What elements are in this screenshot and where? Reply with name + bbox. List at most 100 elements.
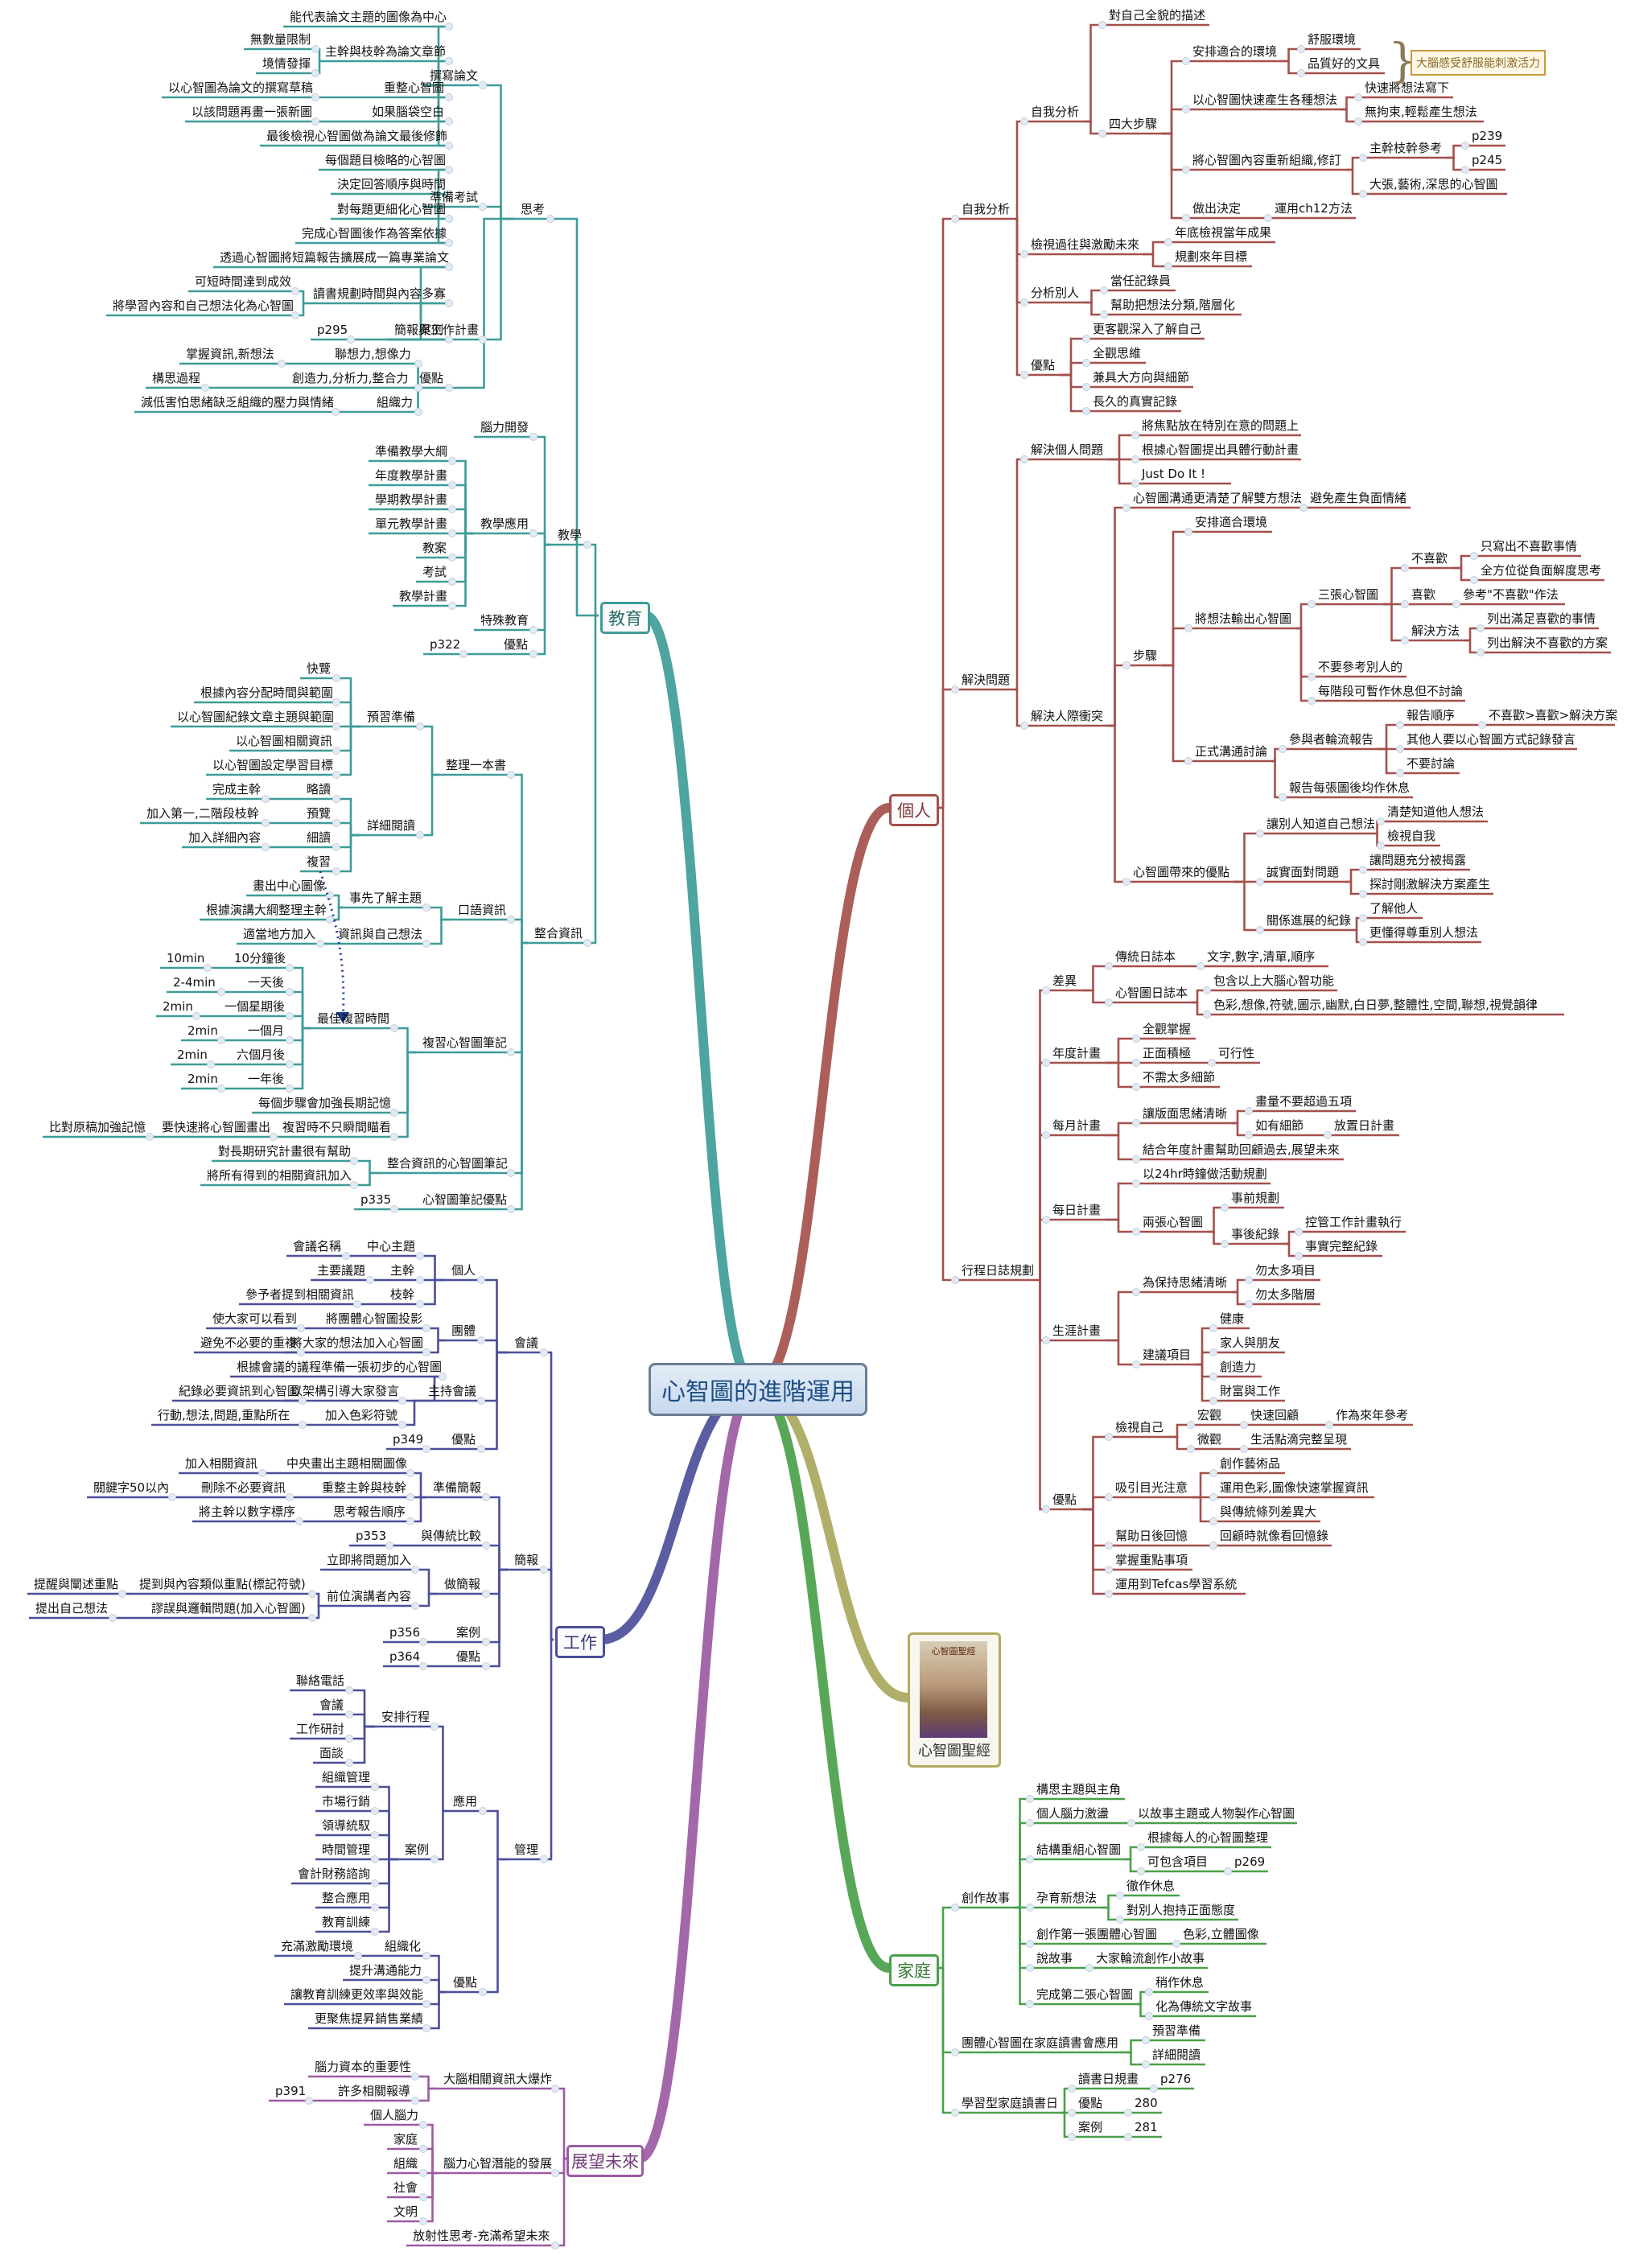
node-p13a1[interactable]: 清楚知道他人想法 [1387,805,1485,819]
main-topic-education[interactable]: 教育 [600,602,650,634]
node-p12b1b[interactable]: 喜歡 [1411,587,1436,602]
node-e30e[interactable]: 六個月後 [237,1048,286,1062]
node-e30a1[interactable]: 10min [167,951,205,965]
node-p19c[interactable]: 幫助日後回憶 [1115,1529,1188,1543]
node-p12b1b1[interactable]: 參考"不喜歡"作法 [1463,587,1559,602]
node-w18[interactable]: 安排行程 [381,1710,430,1724]
node-p19a1a[interactable]: 快速回顧 [1250,1408,1299,1422]
node-p18b3[interactable]: 創造力 [1220,1360,1257,1374]
node-p2[interactable]: 安排適合的環境 [1192,44,1278,59]
node-e30[interactable]: 最佳複習時間 [317,1011,390,1026]
node-e27b[interactable]: 預覽 [307,806,332,821]
node-h9a[interactable]: 讀書日規畫 [1078,2072,1139,2086]
node-w18a[interactable]: 聯絡電話 [296,1673,345,1688]
node-e4[interactable]: 如果腦袋空白 [372,105,445,119]
node-p12[interactable]: 步驟 [1133,648,1158,663]
node-w_app[interactable]: 應用 [453,1794,478,1809]
node-p4a2[interactable]: p245 [1472,153,1503,167]
node-p17b2b[interactable]: 事實完整紀錄 [1305,1239,1378,1253]
node-e16[interactable]: 腦力開發 [480,420,529,434]
node-e27c[interactable]: 細讀 [307,830,332,845]
node-p19a1[interactable]: 宏觀 [1197,1408,1222,1422]
node-p_solve[interactable]: 解決問題 [962,673,1011,687]
node-p13b1[interactable]: 讓問題充分被揭露 [1369,853,1467,867]
node-h7b[interactable]: 化為傳統文字故事 [1155,1999,1253,2014]
node-w15[interactable]: 前位演講者內容 [327,1589,412,1603]
node-p8d[interactable]: 長久的真實記錄 [1093,394,1178,409]
node-p12b1[interactable]: 三張心智圖 [1318,587,1379,602]
node-p15b[interactable]: 正面積極 [1143,1046,1192,1060]
node-w_group[interactable]: 團體 [451,1323,476,1338]
node-w9[interactable]: 優點 [451,1432,476,1447]
node-p17[interactable]: 每日計畫 [1052,1203,1102,1217]
node-p13b2[interactable]: 探討剛激解決方案產生 [1369,877,1491,891]
node-w19e[interactable]: 會計財務諮詢 [298,1867,371,1881]
node-w19[interactable]: 案例 [405,1842,430,1857]
node-p19e[interactable]: 運用到Tefcas學習系統 [1115,1577,1238,1591]
node-p18a1[interactable]: 勿太多項目 [1255,1263,1316,1278]
node-p18b[interactable]: 建議項目 [1143,1348,1192,1362]
node-w_prep[interactable]: 準備簡報 [433,1480,482,1495]
node-w2[interactable]: 主幹 [390,1263,415,1278]
node-h5[interactable]: 創作第一張團體心智圖 [1036,1927,1158,1941]
node-e26a[interactable]: 快覽 [307,661,332,676]
node-h3a[interactable]: 根據每人的心智圖整理 [1147,1830,1269,1845]
node-e14a[interactable]: 構思過程 [152,371,201,385]
node-p9b[interactable]: 根據心智圖提出具體行動計畫 [1142,442,1299,457]
node-p18[interactable]: 生涯計畫 [1052,1323,1102,1338]
node-e_tapp[interactable]: 教學應用 [480,517,529,531]
node-w19d[interactable]: 時間管理 [322,1842,371,1857]
node-e_essay[interactable]: 撰寫論文 [430,68,479,83]
node-h3b[interactable]: 可包含項目 [1147,1854,1209,1869]
node-h3[interactable]: 結構重組心智圖 [1036,1842,1122,1857]
node-h2a[interactable]: 以故事主題或人物製作心智圖 [1138,1806,1295,1821]
node-w3[interactable]: 枝幹 [390,1287,415,1302]
node-e12a[interactable]: p295 [317,323,348,337]
node-h8b[interactable]: 詳細閱讀 [1152,2048,1201,2062]
node-e_inote[interactable]: 整合資訊的心智圖筆記 [387,1156,509,1171]
node-h4[interactable]: 孕育新想法 [1036,1891,1098,1905]
node-e_oral[interactable]: 口語資訊 [458,903,507,917]
node-e21[interactable]: 教案 [422,541,447,555]
node-p7a[interactable]: 當任記錄員 [1110,274,1172,288]
node-e25[interactable]: 優點 [504,637,529,652]
node-p13a[interactable]: 讓別人知道自己想法 [1266,817,1376,831]
node-p19a[interactable]: 檢視自己 [1115,1420,1164,1434]
node-e28[interactable]: 事先了解主題 [349,891,422,905]
node-h7[interactable]: 完成第二張心智圖 [1036,1987,1134,2002]
node-e27a1[interactable]: 完成主幹 [212,782,262,796]
node-e_report[interactable]: 簡報與工作計畫 [394,323,480,337]
node-p12b1c1[interactable]: 列出滿足喜歡的事情 [1487,611,1596,626]
node-h6[interactable]: 說故事 [1036,1951,1073,1965]
node-p12b[interactable]: 將想法輸出心智圖 [1195,611,1292,626]
node-f2e[interactable]: 文明 [393,2204,418,2219]
node-p5a[interactable]: 運用ch12方法 [1275,201,1353,216]
node-w17a[interactable]: p364 [389,1649,421,1664]
node-w_do[interactable]: 做簡報 [444,1577,481,1591]
node-p18a2[interactable]: 勿太多階層 [1255,1287,1316,1302]
node-p7b[interactable]: 幫助把想法分類,階層化 [1110,298,1235,312]
node-e26d[interactable]: 以心智圖相關資訊 [236,734,333,748]
node-p5[interactable]: 做出決定 [1192,201,1242,216]
node-h9[interactable]: 學習型家庭讀書日 [962,2096,1059,2110]
node-h5a[interactable]: 色彩,立體圖像 [1183,1927,1259,1941]
node-p19b2[interactable]: 運用色彩,圖像快速掌握資訊 [1220,1480,1369,1495]
node-p18b2[interactable]: 家人與朋友 [1220,1336,1281,1350]
node-f2b[interactable]: 家庭 [393,2132,418,2147]
node-p19[interactable]: 優點 [1052,1492,1077,1507]
node-p1[interactable]: 對自己全貌的描述 [1109,8,1206,23]
node-p6b[interactable]: 規劃來年目標 [1175,249,1248,264]
node-p12c1[interactable]: 參與者輪流報告 [1289,732,1374,747]
node-e32a[interactable]: 要快速將心智圖畫出 [162,1120,271,1134]
node-e30c1[interactable]: 2min [163,999,193,1014]
node-e31[interactable]: 每個步驟會加強長期記憶 [258,1096,392,1110]
node-p16[interactable]: 每月計畫 [1052,1118,1102,1133]
node-h7a[interactable]: 稍作休息 [1155,1975,1205,1990]
node-w8[interactable]: 加入色彩符號 [325,1408,398,1422]
node-e26e[interactable]: 以心智圖設定學習目標 [212,758,334,772]
node-w20b[interactable]: 提升溝通能力 [349,1963,422,1978]
node-e_exam[interactable]: 準備考試 [430,190,479,204]
node-p13c2[interactable]: 更懂得尊重別人想法 [1369,925,1479,940]
node-e3a[interactable]: 以心智圖為論文的撰寫草稿 [168,80,314,95]
node-p18b4[interactable]: 財富與工作 [1220,1384,1281,1398]
